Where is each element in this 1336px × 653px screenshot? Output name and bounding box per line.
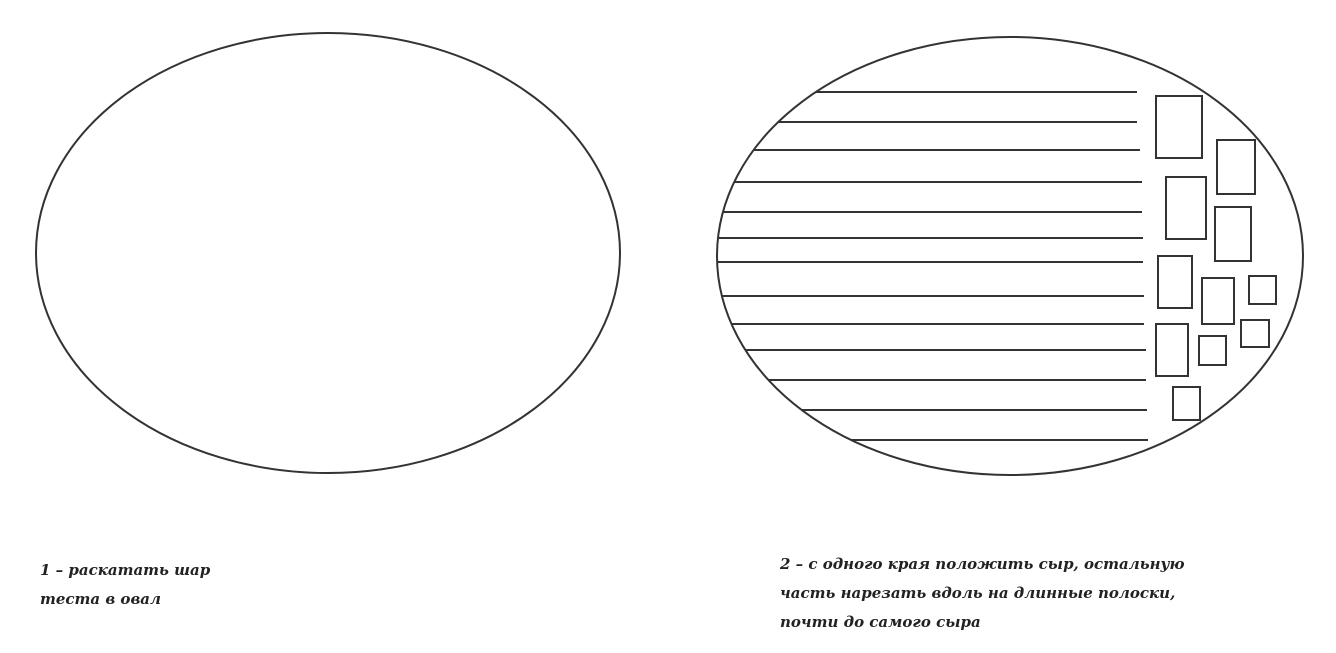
cheese-piece — [1248, 275, 1277, 305]
cheese-piece — [1240, 319, 1270, 348]
cheese-piece — [1216, 139, 1256, 195]
cheese-piece — [1165, 176, 1207, 240]
step1-caption-line: 1 – раскатать шар — [40, 561, 211, 579]
step2-caption: 2 – с одного края положить сыр, остальну… — [780, 550, 1185, 637]
step1-figure — [35, 32, 621, 474]
dough-oval-cut — [716, 36, 1304, 476]
cheese-piece — [1155, 95, 1203, 159]
step2-caption-line: 2 – с одного края положить сыр, остальну… — [780, 555, 1185, 573]
cheese-piece — [1155, 323, 1189, 377]
strip-cuts — [717, 91, 1148, 441]
step1-caption-line: теста в овал — [40, 590, 161, 608]
cheese-piece — [1214, 206, 1252, 262]
cheese-pieces — [1155, 95, 1277, 421]
step1-caption: 1 – раскатать шар теста в овал — [40, 556, 210, 614]
step2-caption-line: часть нарезать вдоль на длинные полоски, — [780, 584, 1176, 602]
dough-oval — [35, 32, 621, 474]
step2-figure — [716, 36, 1304, 476]
cheese-piece — [1198, 335, 1227, 366]
step2-caption-line: почти до самого сыра — [780, 613, 981, 631]
cheese-piece — [1157, 255, 1193, 309]
cheese-piece — [1172, 386, 1201, 421]
cheese-piece — [1201, 277, 1235, 325]
